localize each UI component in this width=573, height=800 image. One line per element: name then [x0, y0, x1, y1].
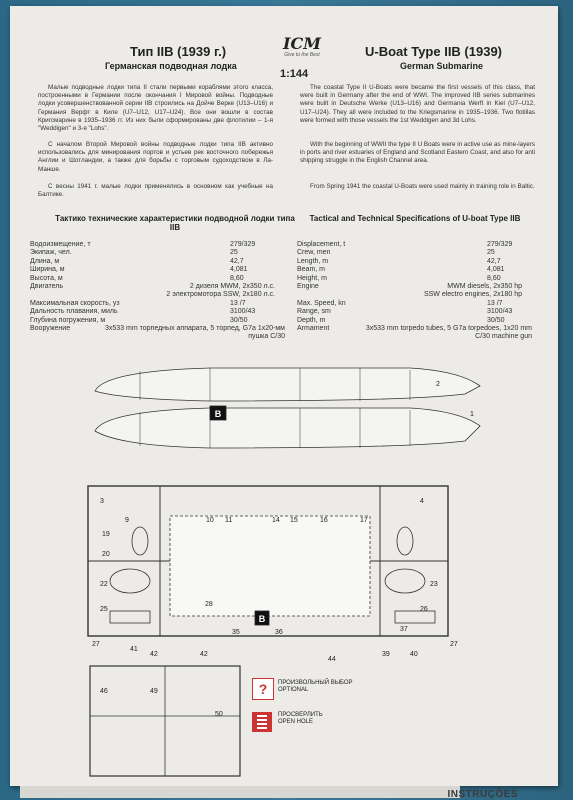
part-number: 3: [100, 498, 104, 505]
next-sheet-edge: [20, 786, 460, 798]
part-number: 42: [150, 651, 158, 658]
part-number: 50: [215, 711, 223, 718]
intro-ru-paragraph-3: С весны 1941 г. малые лодки применялись …: [38, 183, 273, 199]
part-numbers: 2 1 3 4 9 10 11 14 15 16 17 19 20 22 23 …: [92, 381, 474, 718]
intro-en-paragraph-3: From Spring 1941 the coastal U-Boats wer…: [310, 183, 535, 190]
part-number: 17: [360, 517, 368, 524]
icm-logo: ICM Give to the Best: [272, 34, 332, 59]
part-number: 23: [430, 581, 438, 588]
part-number: 26: [420, 606, 428, 613]
logo-mark: ICM: [283, 34, 321, 53]
part-number: 35: [232, 629, 240, 636]
logo-tagline: Give to the Best: [284, 52, 320, 58]
next-sheet-text: INSTRUÇÕES: [447, 789, 518, 800]
part-number: 27: [92, 641, 100, 648]
optional-legend-icon: ?: [252, 678, 274, 700]
part-number: 16: [320, 517, 328, 524]
part-number: 49: [150, 688, 158, 695]
drill-legend-text: ПРОСВЕРЛИТЬ OPEN HOLE: [278, 712, 323, 725]
subtitle-russian: Германская подводная лодка: [105, 61, 237, 71]
part-number: 41: [130, 646, 138, 653]
part-number: 9: [125, 517, 129, 524]
sprue-letter: B: [259, 614, 266, 624]
hull-half-top: [94, 367, 481, 402]
part-number: 4: [420, 498, 424, 505]
part-number: 40: [410, 651, 418, 658]
part-number: 10: [206, 517, 214, 524]
question-mark-icon: ?: [258, 681, 268, 697]
part-number: 36: [275, 629, 283, 636]
part-number: 19: [102, 531, 110, 538]
sprue-letter-badge-top: [209, 405, 227, 421]
optional-legend-text: ПРОИЗВОЛЬНЫЙ ВЫБОР OPTIONAL: [278, 680, 353, 693]
intro-ru-paragraph-1: Малые подводные лодки типа II стали перв…: [38, 84, 273, 133]
part-number: 1: [470, 411, 474, 418]
part-number: 20: [102, 551, 110, 558]
part-number: 25: [100, 606, 108, 613]
spec-row: SSW electro engines, 2x180 hp: [423, 291, 522, 299]
scale-label: 1:144: [280, 68, 309, 80]
part-number: 2: [436, 381, 440, 388]
intro-en-paragraph-1: The coastal Type II U-Boats were became …: [300, 84, 535, 124]
part-number: 14: [272, 517, 280, 524]
sprue-letter: B: [215, 409, 222, 419]
spec-row: 2 электромотора SSW, 2х180 л.с.: [166, 291, 275, 299]
instruction-sheet: Тип IIB (1939 г.) Германская подводная л…: [10, 6, 558, 786]
specs-title-russian: Тактико технические характеристики подво…: [55, 214, 295, 232]
part-number: 37: [400, 626, 408, 633]
subtitle-english: German Submarine: [400, 61, 484, 71]
part-number: 22: [100, 581, 108, 588]
part-number: 27: [450, 641, 458, 648]
part-number: 28: [205, 601, 213, 608]
spec-row: Экипаж, чел.25: [30, 249, 238, 257]
title-english: U-Boat Type IIB (1939): [365, 44, 503, 59]
part-number: 44: [328, 656, 336, 663]
part-number-letters: B B: [209, 405, 270, 626]
title-russian: Тип IIB (1939 г.): [130, 44, 227, 59]
intro-en-paragraph-2: With the beginning of WWII the type II U…: [300, 141, 535, 165]
drill-icon: [257, 715, 267, 729]
sprue-letter-badge-bottom: [254, 610, 270, 626]
hull-half-bottom: [94, 407, 481, 449]
specs-title-english: Tactical and Technical Specifications of…: [309, 214, 521, 223]
part-number: 11: [225, 517, 232, 524]
part-number: 15: [290, 517, 298, 524]
deck-part: [169, 515, 371, 617]
drill-legend-icon: [252, 712, 272, 732]
sprue-drawing: B B 2 1 3 4 9 10 11 14 15 16 17 19 20 22…: [87, 367, 481, 777]
part-number: 39: [382, 651, 390, 658]
part-number: 42: [200, 651, 208, 658]
part-number: 46: [100, 688, 108, 695]
intro-ru-paragraph-2: С началом Второй Мировой войны подводные…: [38, 141, 273, 173]
